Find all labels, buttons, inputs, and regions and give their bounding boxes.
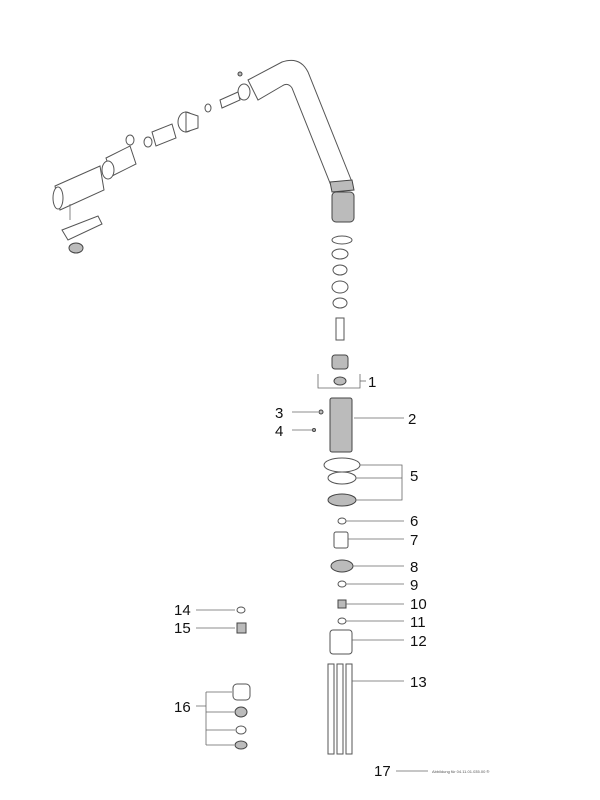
- footer-reference: Abbildung für 04.11.01.035.00 ®: [432, 769, 489, 774]
- arm-parts: [52, 71, 251, 254]
- callout-6: 6: [410, 513, 418, 530]
- callout-14: 14: [174, 602, 191, 619]
- callout-2: 2: [408, 411, 416, 428]
- callout-13: 13: [410, 674, 427, 691]
- callout-4: 4: [275, 423, 283, 440]
- callout-17: 17: [374, 763, 391, 780]
- spout: [247, 59, 355, 193]
- callout-3: 3: [275, 405, 283, 422]
- callout-7: 7: [410, 532, 418, 549]
- callout-10: 10: [410, 596, 427, 613]
- callout-16: 16: [174, 699, 191, 716]
- callout-8: 8: [410, 559, 418, 576]
- callout-1: 1: [368, 374, 376, 391]
- leader-lines: [196, 380, 428, 772]
- callout-11: 11: [410, 614, 426, 631]
- callout-9: 9: [410, 577, 418, 594]
- cartridge-stack: [312, 191, 361, 755]
- callout-15: 15: [174, 620, 191, 637]
- callout-12: 12: [410, 633, 427, 650]
- spare-parts-left: [232, 606, 251, 750]
- callout-5: 5: [410, 468, 418, 485]
